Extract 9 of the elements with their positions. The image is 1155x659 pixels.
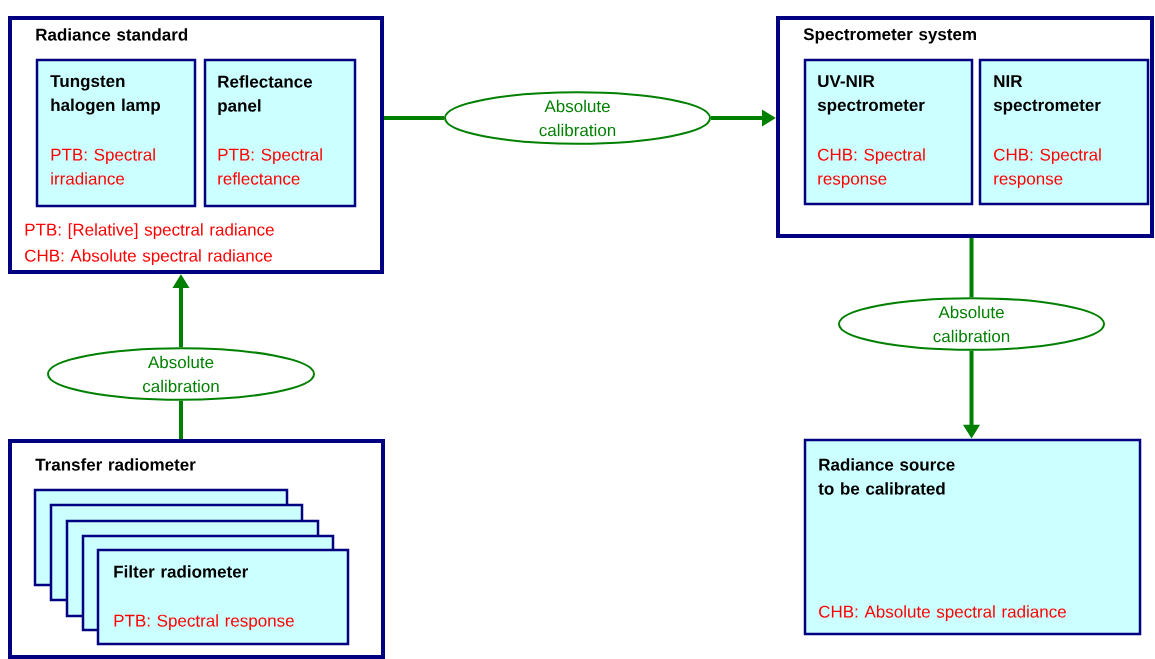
connector-line <box>384 116 444 120</box>
connector-line <box>179 400 183 439</box>
component-box: Reflectance panel PTB: Spectral reflectance <box>203 58 357 208</box>
component-box: Filter radiometer PTB: Spectral response <box>96 548 350 646</box>
component-box: Radiance source to be calibrated CHB: Absolute spectral radiance <box>803 438 1142 636</box>
component-box: UV-NIR spectrometer CHB: Spectral response <box>803 58 974 206</box>
component-box: NIR spectrometer CHB: Spectral response <box>978 58 1150 206</box>
connector-line <box>969 238 974 298</box>
component-box: Tungsten halogen lamp PTB: Spectral irradiance <box>35 58 197 208</box>
